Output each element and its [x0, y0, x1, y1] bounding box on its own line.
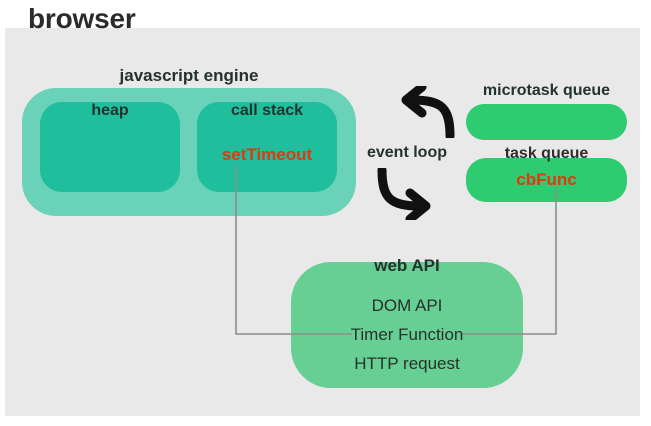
task-queue-label: task queue — [504, 145, 589, 162]
call-stack-label: call stack — [230, 102, 304, 119]
microtask-queue-box — [466, 104, 627, 140]
task-queue-item-cbfunc: cbFunc — [516, 170, 577, 189]
web-api-label: web API — [374, 256, 440, 275]
web-api-item-list: DOM API Timer Function HTTP request — [291, 291, 523, 378]
web-api-item-http: HTTP request — [354, 354, 460, 373]
javascript-engine-label: javascript engine — [119, 66, 259, 85]
call-stack-frame-settimeout: setTimeout — [221, 145, 313, 164]
page-title: browser — [28, 3, 136, 34]
microtask-queue-label: microtask queue — [482, 82, 611, 99]
heap-box — [40, 102, 180, 192]
web-api-item-dom: DOM API — [371, 296, 443, 315]
web-api-item-timer: Timer Function — [350, 325, 464, 344]
event-loop-arrow-left-icon — [376, 82, 456, 141]
event-loop-arrow-right-icon — [376, 165, 456, 224]
heap-label: heap — [91, 102, 129, 119]
event-loop-label: event loop — [366, 144, 447, 161]
